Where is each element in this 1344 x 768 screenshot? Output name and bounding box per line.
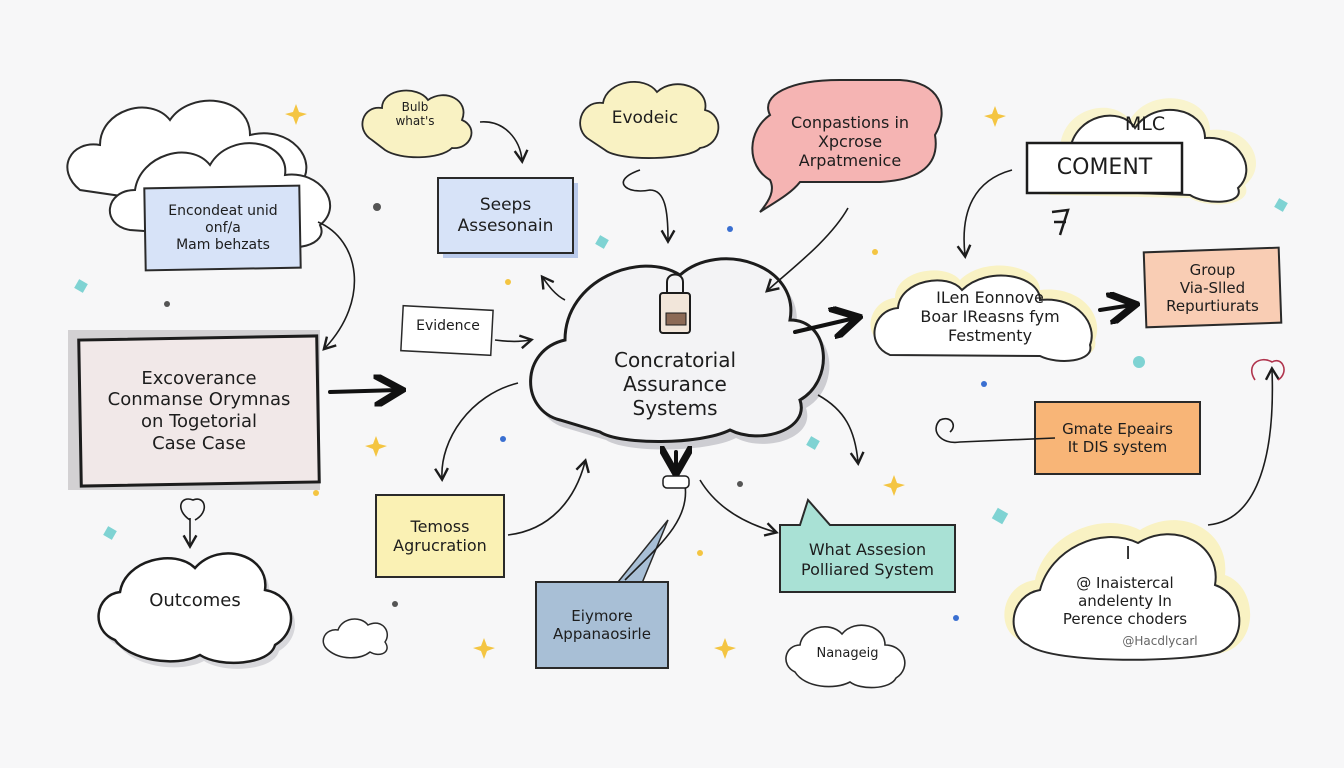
inaistercal-glyph: I xyxy=(1125,543,1131,564)
group-box xyxy=(1142,246,1283,329)
central-title: Concratorial Assurance Systems xyxy=(613,348,737,420)
small-cloud xyxy=(322,618,389,659)
central-cloud xyxy=(529,257,825,443)
connector-arrow xyxy=(494,334,534,350)
excoverance-box xyxy=(77,334,321,488)
star-icon xyxy=(285,104,307,125)
dot xyxy=(164,301,170,307)
connector-arrow xyxy=(1250,358,1285,381)
star-icon xyxy=(714,638,736,659)
connector-arrow xyxy=(624,484,687,581)
signature-label: @Hacdlycarl xyxy=(1122,634,1198,648)
evidence-box xyxy=(400,304,494,357)
nanageig-cloud xyxy=(785,624,906,689)
eiymore-box xyxy=(535,581,669,669)
bold-arrow xyxy=(1098,305,1132,310)
encondeat-box xyxy=(143,184,302,272)
evidence-label: Evidence xyxy=(416,318,480,334)
seeps-label: Seeps Assesonain xyxy=(457,195,554,236)
connector-arrow xyxy=(180,498,205,521)
bold-arrows xyxy=(328,305,1132,470)
ilen-label: ILen Eonnove Boar IReasns fym Festmenty xyxy=(920,288,1060,346)
bold-arrow xyxy=(793,318,855,332)
padlock-icon xyxy=(659,273,691,334)
dot xyxy=(872,249,878,255)
star-icon xyxy=(365,436,387,457)
connector-arrow xyxy=(434,382,519,483)
connector-arrow xyxy=(540,274,566,301)
dot xyxy=(697,550,703,556)
connector-arrow xyxy=(935,417,1056,444)
dot xyxy=(727,226,733,232)
connectors xyxy=(180,121,1285,581)
dot xyxy=(313,490,319,496)
gmate-box xyxy=(1034,401,1201,475)
ilen-cloud xyxy=(873,274,1093,362)
seeps-box xyxy=(437,177,574,254)
dot xyxy=(953,615,959,621)
connector-arrow xyxy=(699,479,779,537)
temoss-box xyxy=(375,494,505,578)
group-label: Group Via-Slled Repurtiurats xyxy=(1166,260,1259,315)
diamond-shape xyxy=(991,507,1009,525)
dot xyxy=(500,436,506,442)
eiymore-box-tail xyxy=(616,519,669,589)
diamond-shape xyxy=(103,526,117,540)
encondeat-label: Encondeat unid onf/a Mam behzats xyxy=(168,203,278,253)
star-icon xyxy=(883,475,905,496)
diamond-shape xyxy=(74,279,88,293)
dot xyxy=(1133,356,1145,368)
excoverance-label: Excoverance Conmanse Orymnas on Togetori… xyxy=(107,367,291,454)
evodeic-label: Evodeic xyxy=(611,108,679,128)
conpastions-label: Conpastions in Xpcrose Arpatmenice xyxy=(790,113,910,171)
diamond-shape xyxy=(1274,198,1288,212)
gmate-label: Gmate Epeairs It DIS system xyxy=(1062,420,1173,456)
outcomes-cloud xyxy=(97,552,293,665)
connector-arrow xyxy=(765,207,849,293)
squiggle-mark xyxy=(1051,208,1070,236)
star-icon xyxy=(473,638,495,659)
nanageig-label: Nanageig xyxy=(816,646,879,661)
connector-arrow xyxy=(507,458,590,536)
connector-arrow xyxy=(622,169,676,245)
eiymore-label: Eiymore Appanaosirle xyxy=(553,607,651,643)
bulb-cloud xyxy=(361,89,473,159)
what-assesion-label: What Assesion Polliared System xyxy=(801,540,934,579)
dot xyxy=(505,279,511,285)
pink-speech-bubble xyxy=(751,79,943,213)
diamond-shape xyxy=(806,436,820,450)
connector-arrow xyxy=(1207,365,1280,526)
coment-box xyxy=(1025,141,1184,195)
decorations xyxy=(74,104,1288,659)
evodeic-cloud xyxy=(579,81,720,159)
dot xyxy=(373,203,381,211)
tag-shape xyxy=(662,475,690,489)
dot xyxy=(737,481,743,487)
dot xyxy=(981,381,987,387)
connector-arrow xyxy=(956,169,1013,259)
inaistercal-cloud xyxy=(1012,533,1241,661)
bold-arrow xyxy=(328,390,398,392)
what-assesion-bubble xyxy=(779,498,956,593)
inaistercal-label: @ Inaistercal andelenty In Perence chode… xyxy=(1062,574,1188,628)
connector-arrow xyxy=(479,121,529,164)
star-icon xyxy=(984,106,1006,127)
bulb-label: Bulb what's xyxy=(395,100,435,129)
outcomes-label: Outcomes xyxy=(149,590,241,611)
diamond-shape xyxy=(595,235,609,249)
temoss-label: Temoss Agrucration xyxy=(393,516,487,555)
coment-label: COMENT xyxy=(1056,154,1153,180)
connector-arrow xyxy=(817,394,865,467)
dot xyxy=(392,601,398,607)
mlc-label: MLC xyxy=(1124,113,1166,135)
connector-arrow xyxy=(317,221,356,351)
